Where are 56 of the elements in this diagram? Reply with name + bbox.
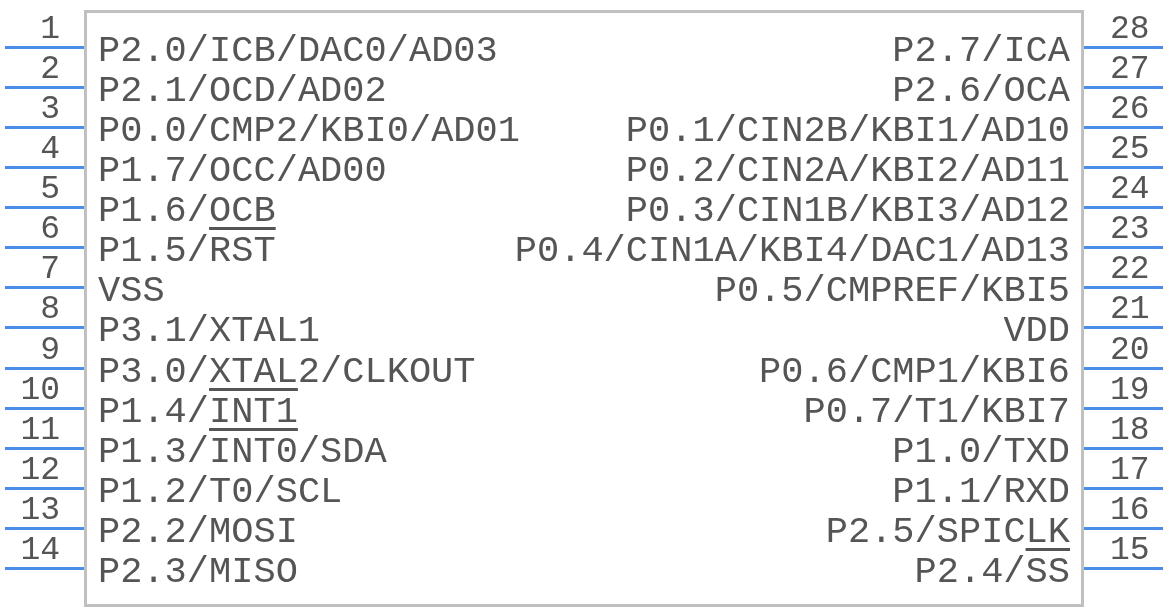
pin-number: 15 — [1110, 532, 1150, 569]
pin-name: P1.1/RXD — [892, 471, 1070, 512]
pin-name: P2.6/OCA — [892, 71, 1070, 112]
pin-name: VSS — [98, 271, 165, 312]
pin-number: 24 — [1110, 172, 1150, 209]
pin-number: 13 — [20, 492, 60, 529]
pin-name: P0.2/CIN2A/KBI2/AD11 — [625, 151, 1070, 192]
pin-name: P0.1/CIN2B/KBI1/AD10 — [625, 111, 1070, 152]
pin-number: 28 — [1110, 12, 1150, 48]
pin-number: 1 — [40, 12, 60, 48]
pin-name: P2.4/SS — [914, 551, 1070, 592]
pin-name: P0.3/CIN1B/KBI3/AD12 — [625, 191, 1070, 232]
pin-number: 5 — [40, 172, 60, 209]
pin-name: P0.6/CMP1/KBI6 — [759, 351, 1070, 392]
pin-number: 7 — [40, 252, 60, 289]
pin-name: P2.5/SPICLK — [825, 511, 1070, 552]
pin-name: P1.2/T0/SCL — [98, 471, 343, 512]
pin-number: 9 — [40, 332, 60, 369]
pin-name: P1.7/OCC/AD00 — [98, 151, 387, 192]
pin-number: 16 — [1110, 492, 1150, 529]
pin-number: 6 — [40, 212, 60, 249]
pin-number: 20 — [1110, 332, 1150, 369]
pin-number: 27 — [1110, 52, 1150, 89]
pin-name: P1.5/RST — [98, 231, 276, 272]
pin-name: P2.7/ICA — [892, 31, 1070, 71]
pin-number: 14 — [20, 532, 60, 569]
pin-name: P2.3/MISO — [98, 551, 298, 592]
pin-name: P2.1/OCD/AD02 — [98, 71, 387, 112]
pin-name: P3.0/XTAL2/CLKOUT — [98, 351, 476, 392]
pin-number: 2 — [40, 52, 60, 89]
pin-name: P0.0/CMP2/KBI0/AD01 — [98, 111, 520, 152]
pin-name: P2.2/MOSI — [98, 511, 298, 552]
pin-name: P1.6/OCB — [98, 191, 276, 232]
pin-name: VDD — [1003, 311, 1070, 352]
pin-number: 10 — [20, 372, 60, 409]
pin-number: 23 — [1110, 212, 1150, 249]
pin-name: P0.5/CMPREF/KBI5 — [714, 271, 1070, 312]
pin-name: P1.0/TXD — [892, 431, 1070, 472]
pin-name: P1.4/INT1 — [98, 391, 298, 432]
pin-number: 12 — [20, 452, 60, 489]
pin-number: 19 — [1110, 372, 1150, 409]
pin-number: 11 — [20, 412, 60, 449]
pin-number: 22 — [1110, 252, 1150, 289]
pin-name: P3.1/XTAL1 — [98, 311, 321, 352]
pin-number: 3 — [40, 92, 60, 129]
pin-number: 21 — [1110, 292, 1150, 329]
pin-number: 26 — [1110, 92, 1150, 129]
pin-number: 25 — [1110, 132, 1150, 169]
pin-number: 18 — [1110, 412, 1150, 449]
pin-name: P1.3/INT0/SDA — [98, 431, 387, 472]
pin-number: 4 — [40, 132, 60, 169]
pin-name: P0.7/T1/KBI7 — [803, 391, 1070, 432]
pin-number: 17 — [1110, 452, 1150, 489]
pin-name: P0.4/CIN1A/KBI4/DAC1/AD13 — [514, 231, 1070, 272]
pin-name: P2.0/ICB/DAC0/AD03 — [98, 31, 498, 71]
pin-number: 8 — [40, 292, 60, 329]
